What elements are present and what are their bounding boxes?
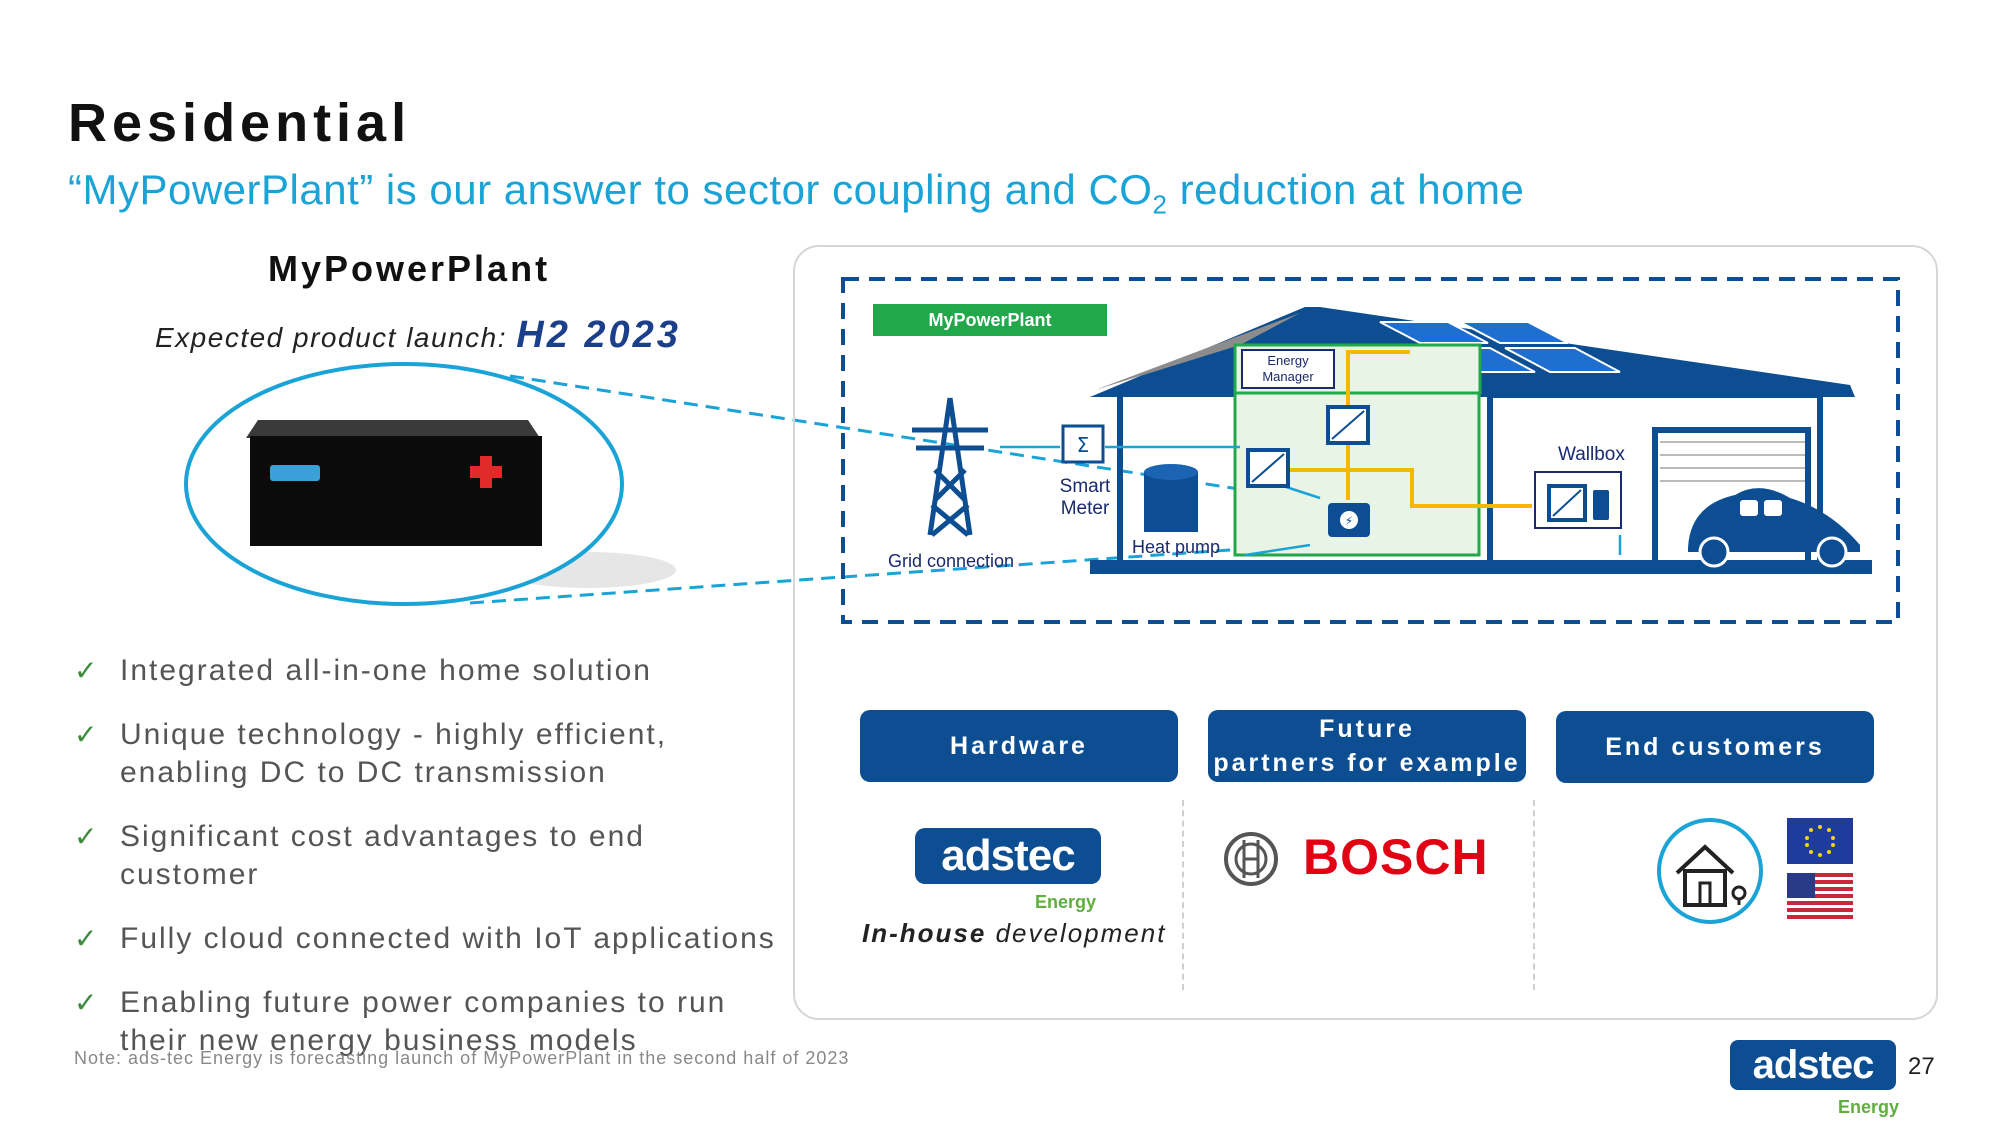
adstec-logo-sub: Energy [1035,892,1097,912]
adstec-logo-text: adstec [941,831,1075,880]
inverter-icon [1326,405,1370,445]
inhouse-caption: In-house development [862,918,1166,949]
battery-icon [246,420,542,546]
diagram-boundary [841,277,1900,624]
end-customers-header-label: End customers [1605,733,1825,761]
bosch-armature-icon [1224,832,1278,886]
check-icon: ✓ [74,923,100,954]
wallbox-icon [1547,484,1609,522]
energy-manager-box [1241,349,1335,389]
list-item: ✓ Enabling future power companies to run … [72,984,792,1060]
us-flag-icon [1787,873,1853,919]
tower-icon [912,397,988,537]
smart-meter-icon [1061,424,1105,464]
sigma-glyph: Σ [1077,433,1090,457]
hardware-header: Hardware [860,710,1178,782]
column-divider [1182,800,1184,990]
partners-header: Future partners for example [1208,710,1526,782]
subtitle-text-end: reduction at home [1167,166,1525,213]
mypowerplant-badge [873,304,1107,336]
smart-meter-label: Meter [1061,498,1110,519]
list-item: ✓ Fully cloud connected with IoT applicat… [72,920,792,958]
check-icon: ✓ [74,821,100,852]
launch-line: Expected product launch: H2 2023 [155,314,681,357]
page-subtitle: “MyPowerPlant” is our answer to sector c… [68,166,1524,220]
badge-label: MyPowerPlant [928,310,1051,330]
zoom-connector-lines [469,374,1331,605]
grid-connection-label: Grid connection [888,551,1014,571]
adstec-logo: adstec [915,828,1101,884]
inverter-icon [1246,448,1290,488]
house-icon [1657,818,1763,924]
end-customers-header: End customers [1556,711,1874,783]
bullet-text: Significant cost advantages to end custo… [120,820,645,891]
ground-line [1090,560,1872,574]
solution-panel [793,245,1938,1020]
inhouse-bold: In-house [862,918,987,948]
footer-adstec-logo: adstec [1730,1040,1896,1090]
partners-header-line: Future [1319,715,1415,743]
launch-value: H2 2023 [516,314,681,356]
inhouse-rest: development [986,918,1167,948]
bullet-text: Fully cloud connected with IoT applicati… [120,922,776,955]
hardware-header-label: Hardware [950,732,1088,760]
list-item: ✓ Integrated all-in-one home solution [72,652,792,690]
garage-door [1660,441,1805,482]
energy-manager-label: Manager [1262,369,1314,384]
product-title: MyPowerPlant [268,248,551,289]
wallbox-label: Wallbox [1558,444,1625,465]
eu-flag-icon [1787,818,1853,864]
data-lines [1000,445,1622,557]
launch-label: Expected product launch: [155,322,517,353]
car-icon [1688,488,1860,568]
footer-logo-text: adstec [1752,1042,1875,1087]
list-item: ✓ Unique technology - highly efficient, e… [72,716,792,792]
partners-header-line: partners for example [1213,749,1521,777]
bullet-text: Unique technology - highly efficient, en… [120,718,668,789]
bosch-logo-text: BOSCH [1303,829,1489,885]
check-icon: ✓ [74,655,100,686]
subtitle-subscript: 2 [1152,189,1168,220]
check-icon: ✓ [74,987,100,1018]
energy-manager-label: Energy [1267,353,1309,368]
bullet-text: Integrated all-in-one home solution [120,654,652,687]
roof-edge [1095,313,1300,390]
heat-pump-label: Heat pump [1132,537,1220,557]
column-divider [1533,800,1535,990]
page-title: Residential [68,93,412,153]
list-item: ✓ Significant cost advantages to end cust… [72,818,792,894]
battery-unit-icon: ⚡ [1328,503,1370,537]
check-icon: ✓ [74,719,100,750]
heat-pump-icon [1144,464,1198,532]
bullet-text: Enabling future power companies to run t… [120,986,727,1057]
footer-logo-sub: Energy [1838,1097,1900,1117]
smart-meter-label: Smart [1060,476,1111,497]
page-number: 27 [1908,1053,1935,1080]
svg-text:⚡: ⚡ [1345,514,1353,528]
feature-list: ✓ Integrated all-in-one home solution ✓ Un… [72,652,792,1086]
footnote: Note: ads-tec Energy is forecasting laun… [74,1048,850,1068]
subtitle-text: “MyPowerPlant” is our answer to sector c… [68,166,1153,213]
